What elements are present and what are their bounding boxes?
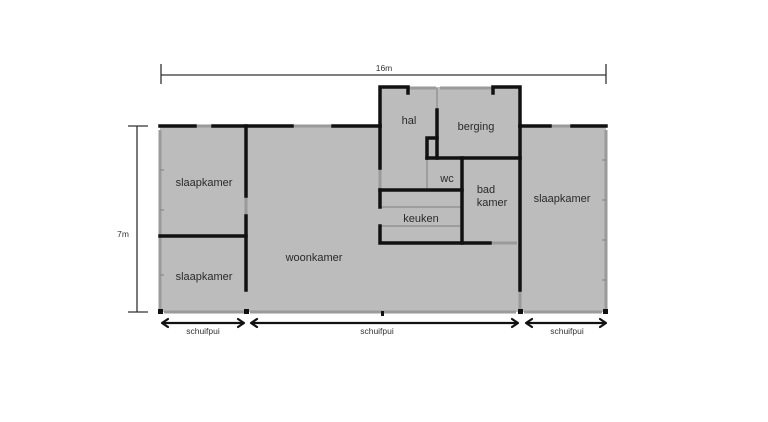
schuifpui-right: schuifpui	[524, 317, 608, 336]
schuifpui-right-label: schuifpui	[550, 326, 584, 336]
room-fills	[160, 87, 606, 312]
room-slaapkamer-top-left: slaapkamer	[176, 177, 233, 189]
room-berging: berging	[458, 121, 495, 133]
room-hal: hal	[402, 115, 417, 127]
schuifpui-left: schuifpui	[160, 317, 246, 336]
schuifpui-middle-label: schuifpui	[360, 326, 394, 336]
walls	[158, 85, 608, 316]
room-badkamer-line1: bad	[477, 184, 495, 196]
room-badkamer-line2: kamer	[477, 197, 508, 209]
height-label: 7m	[117, 229, 129, 239]
room-slaapkamer-right: slaapkamer	[534, 193, 591, 205]
schuifpui-middle: schuifpui	[249, 317, 520, 336]
room-wc: wc	[439, 173, 454, 185]
room-woonkamer: woonkamer	[285, 252, 343, 264]
room-labels: slaapkamer slaapkamer woonkamer hal berg…	[176, 115, 591, 283]
room-slaapkamer-bottom-left: slaapkamer	[176, 271, 233, 283]
schuifpui-left-label: schuifpui	[186, 326, 220, 336]
width-label: 16m	[376, 63, 393, 73]
room-keuken: keuken	[403, 213, 438, 225]
width-dimension: 16m	[160, 63, 607, 84]
height-dimension: 7m	[117, 125, 148, 313]
